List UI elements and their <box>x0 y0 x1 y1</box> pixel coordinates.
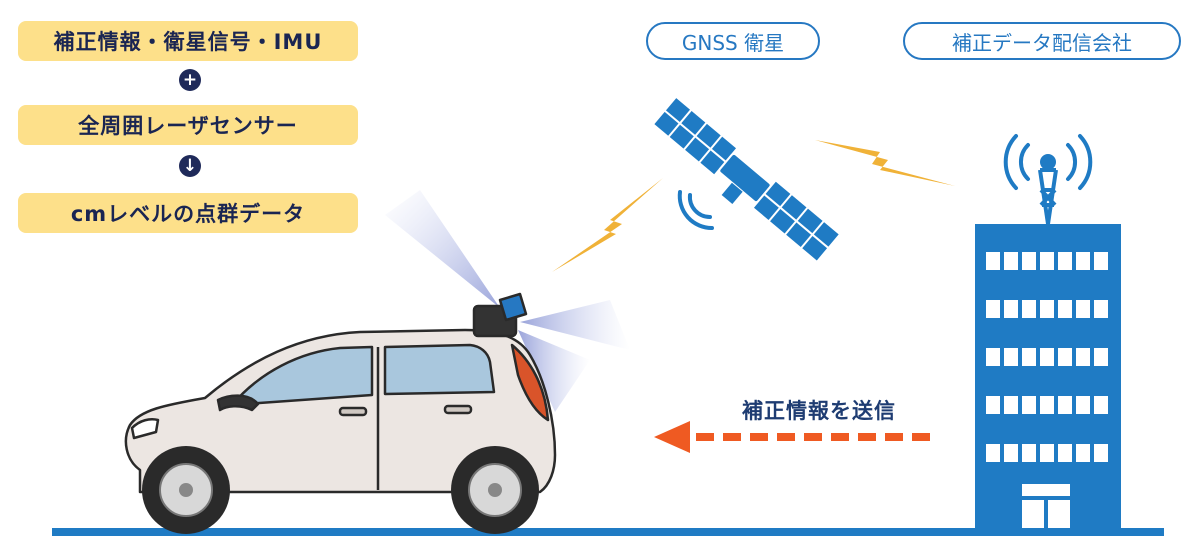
building-window <box>1040 396 1054 414</box>
antenna-signal-arcs <box>1003 134 1093 190</box>
building-window <box>1040 444 1054 462</box>
building-window <box>986 396 1000 414</box>
building-window <box>1058 348 1072 366</box>
building-window <box>1094 348 1108 366</box>
building-window <box>1076 252 1090 270</box>
building-window <box>1004 348 1018 366</box>
building-window <box>1058 396 1072 414</box>
flow-step-correction-signal-imu: 補正情報・衛星信号・IMU <box>18 21 358 61</box>
lightning-satellite-car <box>552 178 663 272</box>
gnss-satellite-label: GNSS 衛星 <box>646 22 820 60</box>
down-arrow-circle-icon: ↓ <box>179 155 201 177</box>
correction-provider-label: 補正データ配信会社 <box>903 22 1181 60</box>
plus-circle-icon: + <box>179 69 201 91</box>
building-window <box>1094 396 1108 414</box>
building-window <box>1058 300 1072 318</box>
car-wheel-front-icon <box>142 446 230 534</box>
building-window <box>1058 444 1072 462</box>
antenna-tower-icon <box>1038 168 1058 225</box>
building-window <box>1076 396 1090 414</box>
building-window <box>986 348 1000 366</box>
building-window <box>1004 396 1018 414</box>
gnss-satellite-icon <box>651 95 842 264</box>
building-window <box>1076 444 1090 462</box>
building-window <box>1004 444 1018 462</box>
building-window <box>1076 348 1090 366</box>
ground-line <box>52 528 1164 536</box>
laser-beam-left <box>385 190 500 308</box>
send-correction-label: 補正情報を送信 <box>742 399 896 423</box>
building-window <box>1094 300 1108 318</box>
lightning-satellite-tower <box>815 140 955 186</box>
building-window <box>1058 252 1072 270</box>
building-window <box>986 252 1000 270</box>
building-window <box>1022 300 1036 318</box>
building-window <box>1022 444 1036 462</box>
building-window <box>1040 348 1054 366</box>
antenna-top <box>1040 154 1056 170</box>
car-wheel-rear-icon <box>451 446 539 534</box>
building-window <box>1040 300 1054 318</box>
building-window <box>1076 300 1090 318</box>
building-window <box>986 300 1000 318</box>
provider-building <box>975 224 1121 528</box>
correction-send-arrow <box>654 421 930 453</box>
building-window <box>1004 300 1018 318</box>
flow-step-point-cloud: cmレベルの点群データ <box>18 193 358 233</box>
building-window <box>1022 252 1036 270</box>
building-window <box>1022 348 1036 366</box>
building-window <box>1094 252 1108 270</box>
flow-step-laser-sensor: 全周囲レーザセンサー <box>18 105 358 145</box>
laser-beam-right-lower <box>518 330 590 412</box>
building-window <box>986 444 1000 462</box>
building-window <box>1004 252 1018 270</box>
satellite-signal-arcs <box>677 190 714 231</box>
building-window <box>1040 252 1054 270</box>
building-window <box>1094 444 1108 462</box>
building-window <box>1022 396 1036 414</box>
car-icon <box>124 292 557 494</box>
laser-beam-right-upper <box>520 300 630 350</box>
